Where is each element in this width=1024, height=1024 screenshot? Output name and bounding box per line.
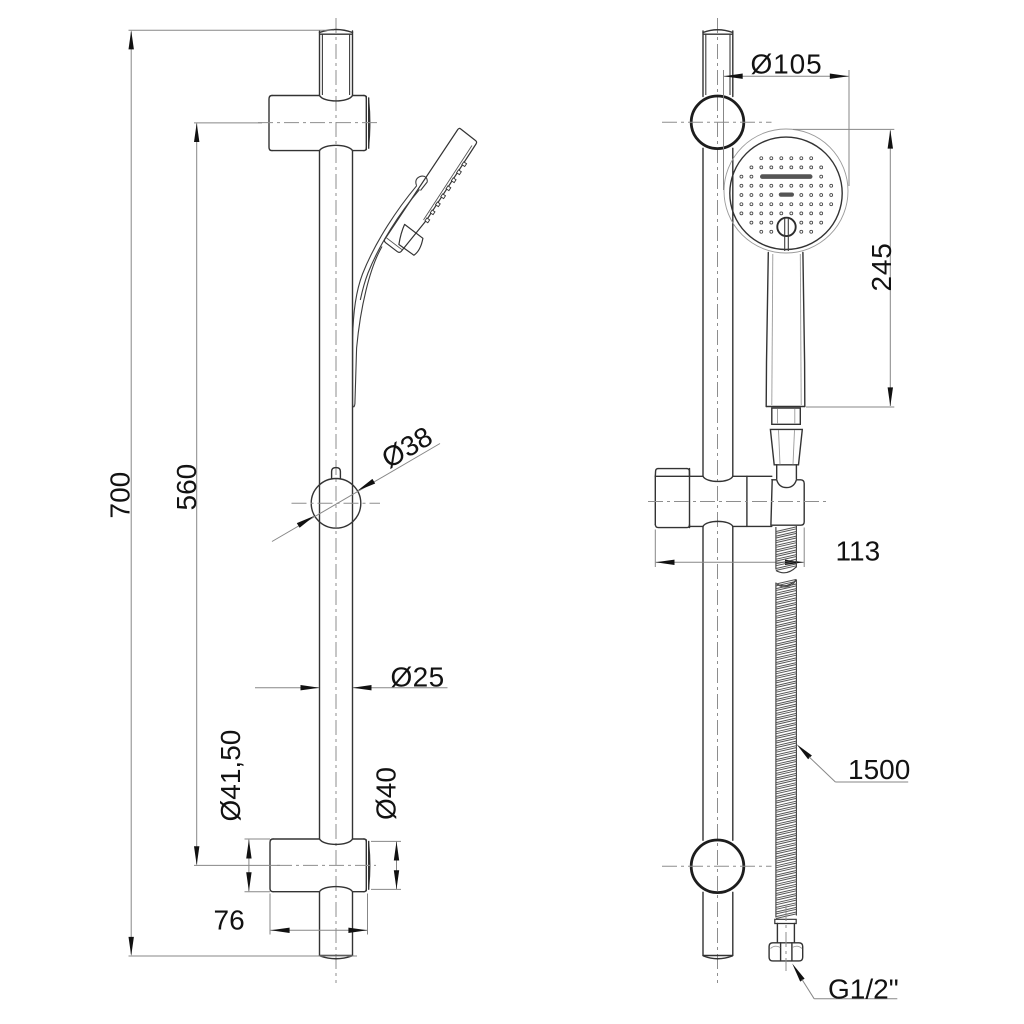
svg-text:76: 76: [214, 905, 245, 936]
svg-text:Ø41,50: Ø41,50: [215, 730, 246, 822]
svg-text:Ø105: Ø105: [751, 49, 823, 80]
svg-text:G1/2": G1/2": [828, 973, 899, 1004]
svg-text:700: 700: [105, 472, 136, 519]
svg-text:245: 245: [866, 242, 897, 291]
svg-text:113: 113: [836, 536, 881, 567]
svg-text:Ø25: Ø25: [391, 662, 445, 693]
svg-text:1500: 1500: [848, 754, 910, 785]
svg-text:560: 560: [171, 464, 202, 511]
svg-text:Ø40: Ø40: [371, 767, 402, 820]
